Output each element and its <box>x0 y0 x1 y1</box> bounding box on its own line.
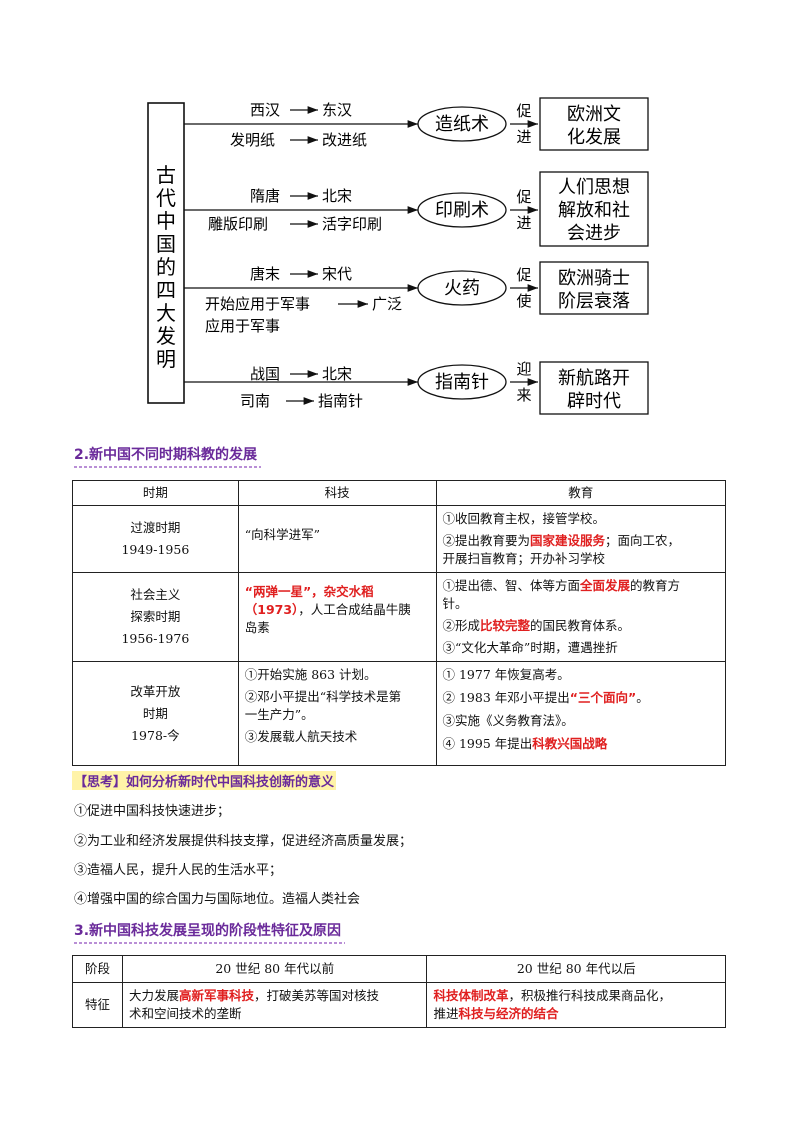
result-text: 化发展 <box>567 127 621 148</box>
node-label: 指南针 <box>435 372 489 393</box>
result-box <box>539 97 649 151</box>
branch-label: 北宋 <box>322 365 352 383</box>
relation-char: 来 <box>516 386 531 404</box>
edu-cell: ①提出德、智、体等方面全面发展的教育方 针。 ②形成比较完整的国民教育体系。 ③… <box>435 572 726 662</box>
row-label: 特征 <box>72 982 123 1028</box>
branch-label: 活字印刷 <box>322 215 382 233</box>
result-text: 欧洲骑士 <box>558 268 630 289</box>
node-label: 造纸术 <box>435 114 489 135</box>
relation-char: 进 <box>516 128 531 146</box>
result-text: 会进步 <box>567 223 621 244</box>
title-char: 代 <box>156 186 176 210</box>
node-label: 火药 <box>444 278 480 299</box>
branch-label: 唐末 <box>250 265 280 283</box>
header-cell: 20 世纪 80 年代以后 <box>426 955 726 983</box>
title-char: 中 <box>156 209 176 233</box>
branch-label: 隋唐 <box>250 187 280 205</box>
branch-label: 改进纸 <box>322 131 367 149</box>
section2-title: 2.新中国不同时期科教的发展 <box>74 444 262 468</box>
section3-title: 3.新中国科技发展呈现的阶段性特征及原因 <box>74 920 346 944</box>
branch-label: 开始应用于军事 <box>205 295 310 313</box>
result-text: 解放和社 <box>558 200 630 221</box>
result-text: 阶层衰落 <box>558 291 630 312</box>
table-row: 特征 大力发展高新军事科技，打破美苏等国对核技 术和空间技术的垄断 科技体制改革… <box>72 982 726 1028</box>
branch-label: 雕版印刷 <box>208 215 268 233</box>
branch-label: 西汉 <box>250 101 280 119</box>
tech-cell: ①开始实施 863 计划。 ②邓小平提出“科学技术是第 一生产力”。 ③发展载人… <box>237 661 437 766</box>
relation-char: 迎 <box>516 360 531 378</box>
relation-char: 促 <box>516 266 531 284</box>
node-printing <box>417 192 507 228</box>
branch-label: 发明纸 <box>230 131 275 149</box>
edu-cell: ①收回教育主权，接管学校。 ②提出教育要为国家建设服务；面向工农， 开展扫盲教育… <box>435 505 726 573</box>
result-text: 辟时代 <box>567 391 621 412</box>
result-box <box>539 261 649 315</box>
branch-label: 应用于军事 <box>205 317 280 335</box>
branch-label: 宋代 <box>322 265 352 283</box>
branch-label: 指南针 <box>318 392 363 410</box>
node-papermaking <box>417 106 507 142</box>
table-header-row: 时期 科技 教育 <box>72 480 726 506</box>
header-cell: 阶段 <box>72 955 123 983</box>
node-gunpowder <box>417 270 507 306</box>
inventions-diagram: 古 代 中 国 的 四 大 发 明 造纸术 <box>147 97 649 415</box>
title-char: 国 <box>156 232 176 256</box>
title-char: 古 <box>156 163 176 187</box>
before-cell: 大力发展高新军事科技，打破美苏等国对核技 术和空间技术的垄断 <box>121 982 428 1028</box>
result-box <box>539 171 649 247</box>
after-cell: 科技体制改革，积极推行科技成果商品化， 推进科技与经济的结合 <box>426 982 726 1028</box>
title-char: 明 <box>156 347 176 371</box>
title-char: 发 <box>156 324 176 348</box>
branch-label: 战国 <box>250 365 280 383</box>
branch-label: 东汉 <box>322 101 352 119</box>
relation-char: 使 <box>516 292 531 310</box>
title-char: 四 <box>156 278 176 302</box>
think-point: ④增强中国的综合国力与国际地位。造福人类社会 <box>74 892 361 907</box>
tech-cell: “两弹一星”，杂交水稻 （1973），人工合成结晶牛胰 岛素 <box>237 572 437 662</box>
tech-cell: “向科学进军” <box>237 505 437 573</box>
think-point: ①促进中国科技快速进步； <box>74 804 231 819</box>
result-text: 人们思想 <box>558 177 630 198</box>
think-point: ③造福人民，提升人民的生活水平； <box>74 863 283 878</box>
node-compass <box>417 364 507 400</box>
branch-label: 北宋 <box>322 187 352 205</box>
header-cell: 科技 <box>237 480 437 506</box>
section3-table: 阶段 20 世纪 80 年代以前 20 世纪 80 年代以后 特征 大力发展高新… <box>72 955 726 1028</box>
diagram-vertical-title: 古 代 中 国 的 四 大 发 明 <box>156 163 176 371</box>
edu-cell: ① 1977 年恢复高考。 ② 1983 年邓小平提出“三个面向”。 ③实施《义… <box>435 661 726 766</box>
header-cell: 教育 <box>435 480 726 506</box>
result-box <box>539 361 649 415</box>
table-header-row: 阶段 20 世纪 80 年代以前 20 世纪 80 年代以后 <box>72 955 726 983</box>
result-text: 欧洲文 <box>567 104 621 125</box>
title-char: 大 <box>156 301 176 325</box>
header-cell: 时期 <box>72 480 239 506</box>
diagram-title-box <box>147 102 185 404</box>
header-cell: 20 世纪 80 年代以前 <box>121 955 428 983</box>
think-point: ②为工业和经济发展提供科技支撑，促进经济高质量发展； <box>74 834 413 849</box>
think-label: 【思考】如何分析新时代中国科技创新的意义 <box>72 771 337 790</box>
relation-char: 促 <box>516 102 531 120</box>
node-label: 印刷术 <box>435 200 489 221</box>
relation-char: 进 <box>516 214 531 232</box>
title-char: 的 <box>156 255 176 279</box>
result-text: 新航路开 <box>558 368 630 389</box>
branch-label: 司南 <box>240 392 270 410</box>
branch-label: 广泛 <box>372 295 402 313</box>
relation-char: 促 <box>516 188 531 206</box>
